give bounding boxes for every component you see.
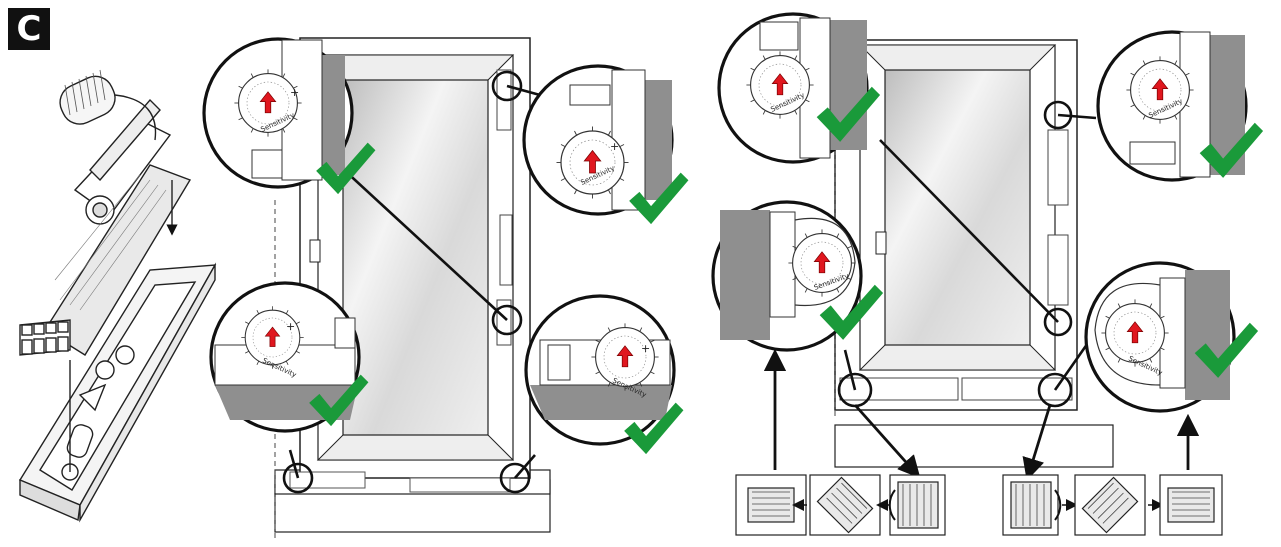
zoom-circle-mid-right bbox=[1084, 261, 1259, 413]
step-4-vertical bbox=[1002, 474, 1062, 536]
step-2-diagonal bbox=[809, 474, 881, 536]
orientation-steps bbox=[735, 474, 1223, 536]
step-1-horizontal bbox=[735, 474, 807, 536]
zoom-circle-top-left bbox=[202, 37, 376, 195]
rotation-arrow-icon bbox=[1054, 489, 1062, 521]
zoom-circle-upper-left bbox=[717, 12, 881, 164]
dial-plus: + bbox=[286, 320, 295, 333]
dial-plus: + bbox=[641, 342, 650, 355]
sill-two bbox=[834, 424, 1114, 468]
zoom-circle-mid-left bbox=[711, 200, 884, 352]
glass-pane bbox=[342, 79, 489, 436]
rotation-arrow-icon bbox=[888, 489, 896, 521]
zoom-circle-top-right bbox=[522, 64, 689, 225]
panel-label: C bbox=[8, 8, 50, 50]
dial-plus: + bbox=[290, 86, 299, 99]
zoom-circle-bottom-left bbox=[209, 281, 369, 433]
step-6-horizontal bbox=[1159, 474, 1223, 536]
zoom-circle-bottom-right bbox=[524, 294, 684, 455]
dial-plus: + bbox=[610, 140, 619, 153]
step-3-vertical bbox=[888, 474, 946, 536]
zoom-circle-upper-right bbox=[1096, 30, 1264, 182]
device-exploded-view bbox=[18, 69, 217, 523]
step-5-diagonal bbox=[1074, 474, 1146, 536]
